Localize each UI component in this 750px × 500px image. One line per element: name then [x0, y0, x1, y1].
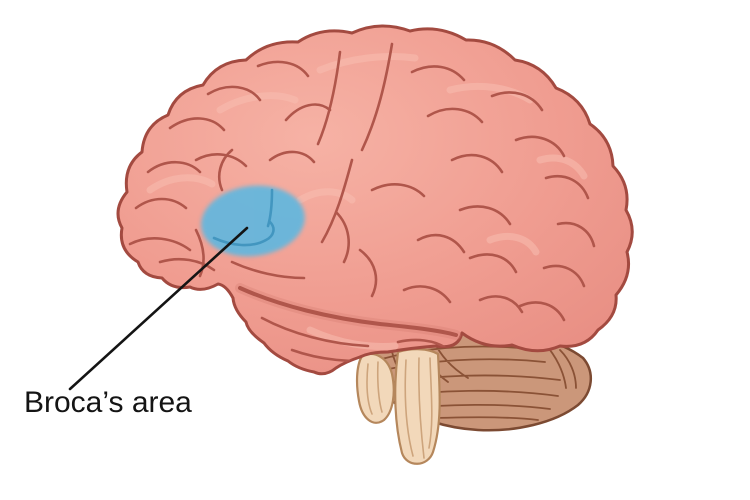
- cerebrum: [116, 24, 634, 376]
- pointer-line: [68, 226, 249, 391]
- brainstem: [355, 348, 441, 465]
- broca-area-highlight: [201, 185, 305, 257]
- broca-area-label: Broca’s area: [24, 386, 192, 419]
- lateral-sulcus: [238, 286, 458, 337]
- gyri-highlights: [146, 53, 588, 350]
- pons: [355, 352, 395, 424]
- medulla: [394, 348, 441, 465]
- sulci-lines: [128, 42, 596, 363]
